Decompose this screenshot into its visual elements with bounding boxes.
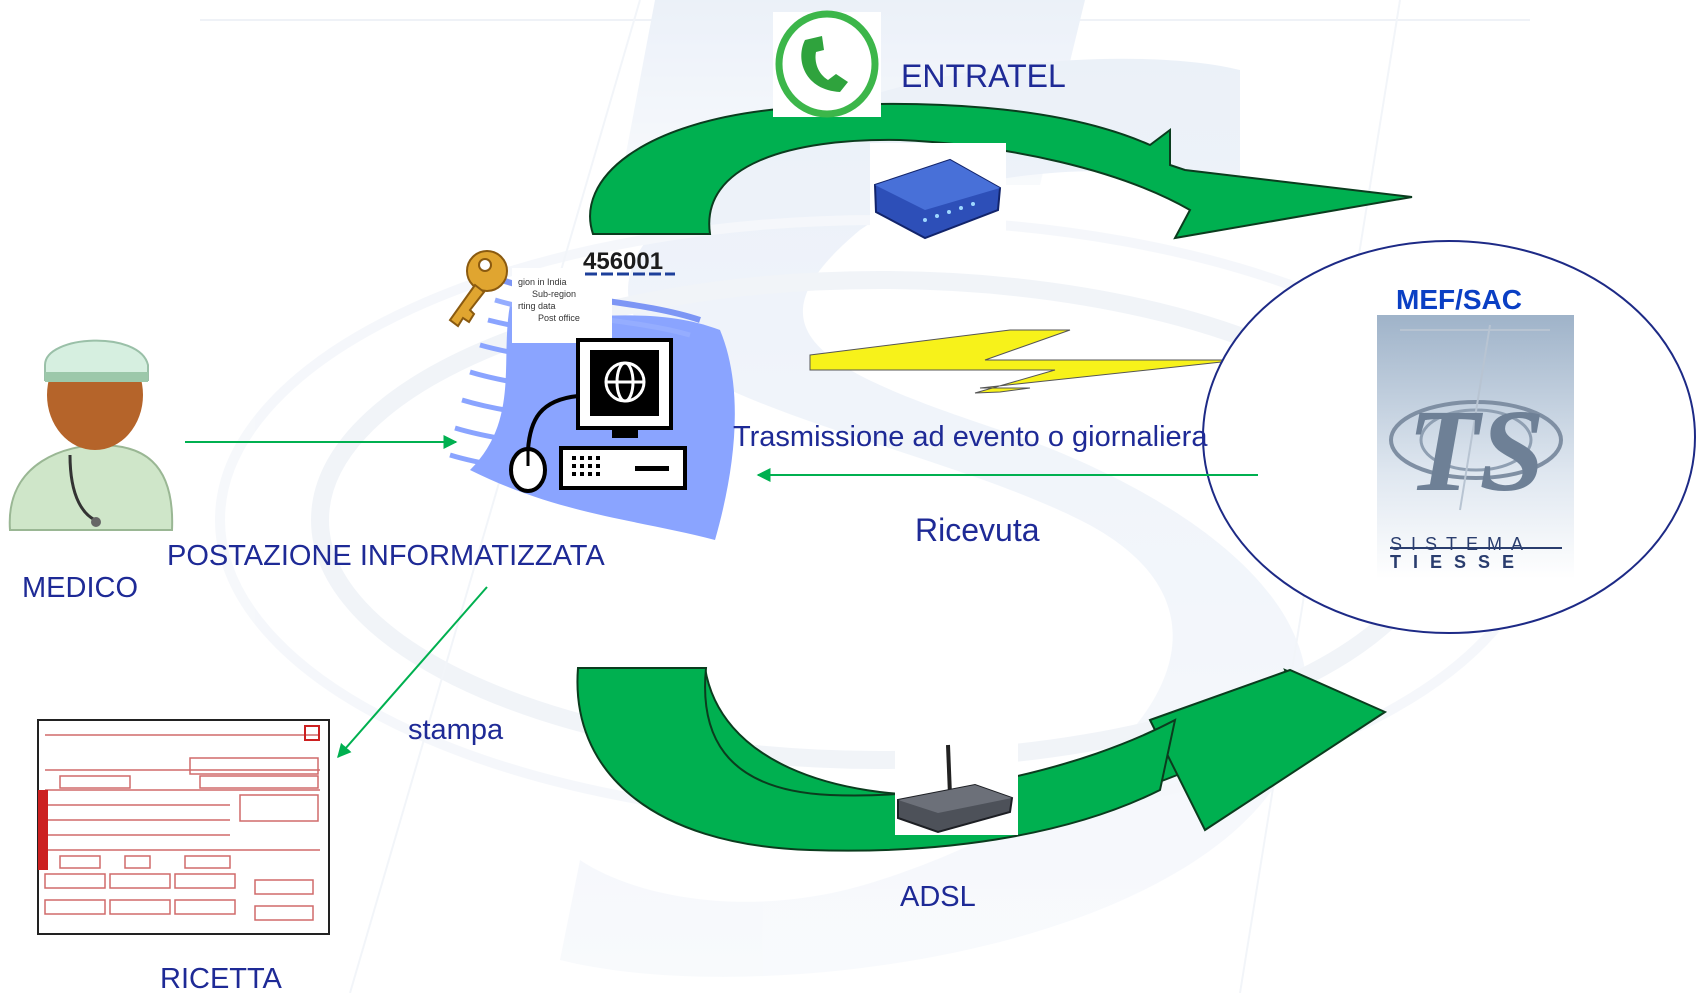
receipt-label: Ricevuta	[915, 512, 1040, 548]
form-snippet: gion in India Sub-region rting data Post…	[512, 268, 612, 343]
svg-text:Sub-region: Sub-region	[532, 289, 576, 299]
code-label: 456001	[583, 248, 664, 275]
ts-logo-icon: TS	[1377, 315, 1574, 579]
lightning-icon	[809, 329, 1241, 394]
logo-line2: TIESSE	[1390, 552, 1527, 572]
top-curved-arrow	[589, 102, 1413, 240]
workstation-label: POSTAZIONE INFORMATIZZATA	[167, 540, 605, 572]
entratel-label: ENTRATEL	[901, 58, 1066, 94]
prescription-label: RICETTA	[160, 963, 282, 993]
svg-text:TS: TS	[1407, 385, 1545, 516]
router-icon	[895, 740, 1018, 835]
svg-text:gion in India: gion in India	[518, 277, 567, 287]
svg-text:rting data: rting data	[518, 301, 556, 311]
bottom-arrow-body	[576, 667, 1177, 852]
doctor-label: MEDICO	[22, 572, 138, 604]
modem-icon	[870, 143, 1006, 243]
doctor-icon	[8, 339, 174, 531]
computer-icon	[509, 338, 687, 493]
print-arrow	[337, 586, 488, 759]
transmission-label: Trasmissione ad evento o giornaliera	[733, 421, 1208, 453]
phone-icon	[773, 10, 881, 118]
adsl-label: ADSL	[900, 881, 976, 913]
mef-sac-label: MEF/SAC	[1396, 284, 1522, 315]
bottom-arrow-head	[1148, 668, 1388, 832]
svg-text:Post office: Post office	[538, 313, 580, 323]
prescription-form-icon	[37, 719, 330, 935]
logo-line1: SISTEMA	[1390, 534, 1533, 554]
key-icon	[448, 250, 508, 328]
print-label: stampa	[408, 714, 504, 746]
